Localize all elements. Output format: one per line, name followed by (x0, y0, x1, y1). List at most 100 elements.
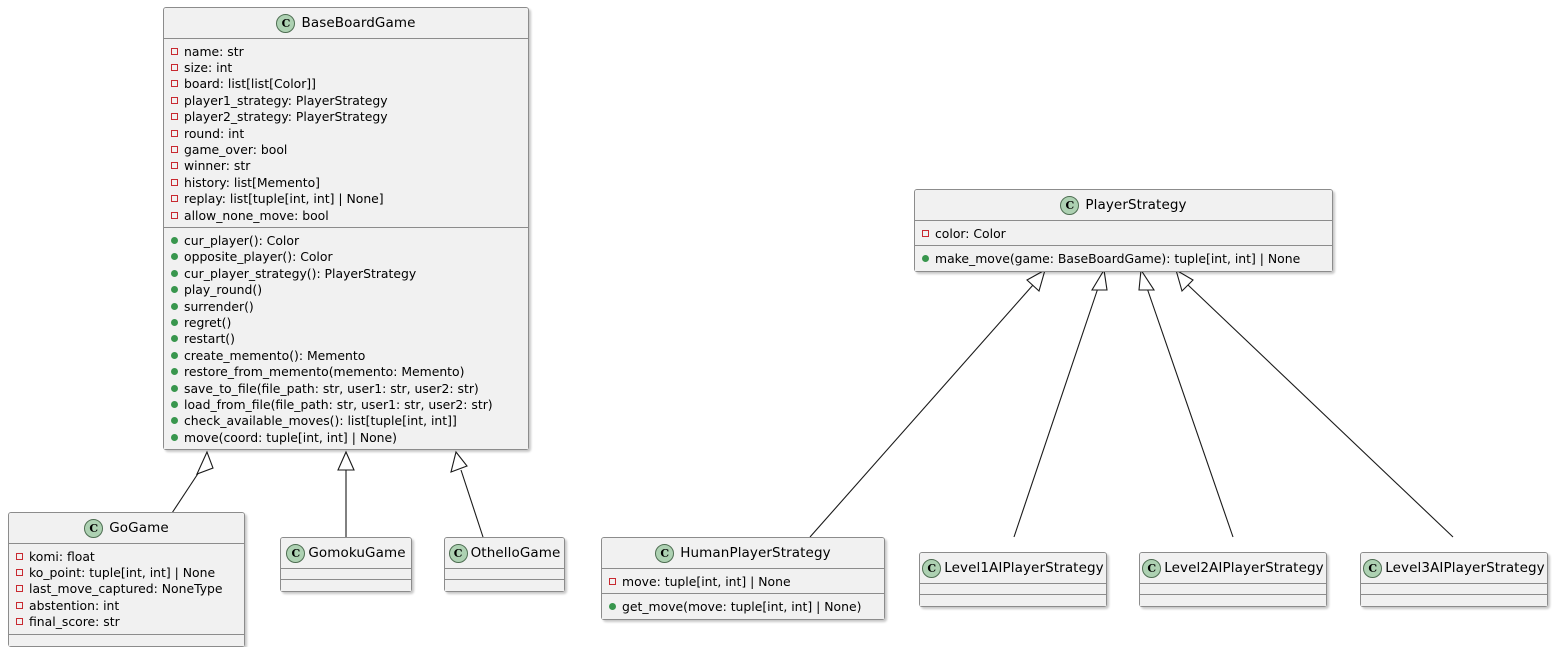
private-field-icon (171, 113, 178, 121)
method-label: restore_from_memento(memento: Memento) (184, 364, 465, 380)
attribute-label: name: str (184, 43, 244, 59)
class-header-baseboardgame: C BaseBoardGame (164, 8, 528, 39)
method-label: play_round() (184, 282, 263, 298)
method-label: cur_player(): Color (184, 232, 300, 248)
public-method-icon (609, 603, 616, 611)
private-field-icon (16, 601, 23, 609)
private-field-icon (16, 552, 23, 560)
class-header-level1aiplayerstrategy: C Level1AIPlayerStrategy (920, 553, 1106, 584)
methods-compartment-gogame (9, 634, 244, 646)
class-header-level2aiplayerstrategy: C Level2AIPlayerStrategy (1140, 553, 1326, 584)
class-header-othellogame: C OthelloGame (445, 538, 564, 569)
attribute-label: color: Color (935, 225, 1006, 241)
attribute-label: ko_point: tuple[int, int] | None (29, 565, 216, 581)
class-icon: C (1142, 558, 1162, 578)
inheritance-level2ai-to-playerstrategy (1138, 268, 1234, 538)
class-title: PlayerStrategy (1085, 197, 1187, 213)
attribute-row: history: list[Memento] (164, 174, 528, 190)
private-field-icon (171, 64, 178, 72)
attribute-label: move: tuple[int, int] | None (622, 573, 791, 589)
inheritance-level1ai-to-playerstrategy (1013, 268, 1108, 538)
class-box-level1aiplayerstrategy[interactable]: C Level1AIPlayerStrategy (919, 552, 1107, 607)
inheritance-humanplayerstrategy-to-playerstrategy (809, 268, 1046, 538)
attribute-row: allow_none_move: bool (164, 207, 528, 223)
public-method-icon (171, 351, 178, 359)
attribute-label: replay: list[tuple[int, int] | None] (184, 191, 384, 207)
public-method-icon (171, 433, 178, 441)
attribute-label: round: int (184, 125, 245, 141)
class-box-level2aiplayerstrategy[interactable]: C Level2AIPlayerStrategy (1139, 552, 1327, 607)
public-method-icon (171, 253, 178, 261)
private-field-icon (171, 195, 178, 203)
public-method-icon (171, 384, 178, 392)
class-box-gogame[interactable]: C GoGame komi: float ko_point: tuple[int… (8, 512, 245, 647)
attributes-compartment-gomokugame (281, 569, 411, 580)
method-label: make_move(game: BaseBoardGame): tuple[in… (935, 251, 1301, 267)
method-row: regret() (164, 314, 528, 330)
attribute-label: allow_none_move: bool (184, 207, 329, 223)
method-row: get_move(move: tuple[int, int] | None) (602, 598, 884, 614)
methods-compartment-baseboardgame: cur_player(): Color opposite_player(): C… (164, 228, 528, 450)
attribute-row: ko_point: tuple[int, int] | None (9, 564, 244, 580)
public-method-icon (171, 417, 178, 425)
attribute-label: abstention: int (29, 597, 120, 613)
class-title: Level1AIPlayerStrategy (944, 560, 1104, 576)
public-method-icon (171, 400, 178, 408)
class-box-playerstrategy[interactable]: C PlayerStrategy color: Color make_move(… (914, 189, 1333, 272)
attribute-row: color: Color (915, 225, 1332, 241)
private-field-icon (171, 146, 178, 154)
public-method-icon (171, 236, 178, 244)
class-box-gomokugame[interactable]: C GomokuGame (280, 537, 412, 592)
attributes-compartment-level1aiplayerstrategy (920, 584, 1106, 595)
attribute-row: replay: list[tuple[int, int] | None] (164, 191, 528, 207)
public-method-icon (171, 335, 178, 343)
private-field-icon (16, 585, 23, 593)
public-method-icon (171, 286, 178, 294)
class-header-gogame: C GoGame (9, 513, 244, 544)
method-label: cur_player_strategy(): PlayerStrategy (184, 265, 417, 281)
class-icon: C (276, 13, 296, 33)
class-box-level3aiplayerstrategy[interactable]: C Level3AIPlayerStrategy (1360, 552, 1548, 607)
class-icon: C (655, 543, 675, 563)
private-field-icon (609, 577, 616, 585)
class-box-othellogame[interactable]: C OthelloGame (444, 537, 565, 592)
method-label: get_move(move: tuple[int, int] | None) (622, 599, 862, 615)
attribute-row: player1_strategy: PlayerStrategy (164, 92, 528, 108)
method-row: restore_from_memento(memento: Memento) (164, 363, 528, 379)
method-label: restart() (184, 331, 235, 347)
attribute-label: history: list[Memento] (184, 174, 320, 190)
attribute-label: player1_strategy: PlayerStrategy (184, 92, 388, 108)
class-icon: C (84, 518, 104, 538)
private-field-icon (171, 96, 178, 104)
attribute-label: final_score: str (29, 614, 120, 630)
attribute-row: winner: str (164, 158, 528, 174)
class-header-level3aiplayerstrategy: C Level3AIPlayerStrategy (1361, 553, 1547, 584)
method-row: surrender() (164, 298, 528, 314)
public-method-icon (922, 255, 929, 263)
public-method-icon (171, 302, 178, 310)
methods-compartment-level1aiplayerstrategy (920, 595, 1106, 606)
inheritance-gomokugame-to-baseboardgame (337, 450, 355, 537)
method-label: save_to_file(file_path: str, user1: str,… (184, 380, 479, 396)
class-box-baseboardgame[interactable]: C BaseBoardGame name: str size: int boar… (163, 7, 529, 451)
method-row: restart() (164, 331, 528, 347)
methods-compartment-gomokugame (281, 580, 411, 591)
attribute-label: winner: str (184, 158, 251, 174)
attributes-compartment-playerstrategy: color: Color (915, 221, 1332, 247)
method-label: create_memento(): Memento (184, 347, 366, 363)
methods-compartment-humanplayerstrategy: get_move(move: tuple[int, int] | None) (602, 594, 884, 619)
method-label: surrender() (184, 298, 254, 314)
class-title: OthelloGame (470, 545, 561, 561)
class-title: GomokuGame (308, 545, 406, 561)
class-icon: C (286, 543, 306, 563)
private-field-icon (171, 47, 178, 55)
attribute-label: board: list[list[Color]] (184, 76, 316, 92)
class-icon: C (1363, 558, 1383, 578)
class-box-humanplayerstrategy[interactable]: C HumanPlayerStrategy move: tuple[int, i… (601, 537, 885, 620)
method-label: regret() (184, 314, 232, 330)
private-field-icon (171, 178, 178, 186)
attributes-compartment-othellogame (445, 569, 564, 580)
method-row: make_move(game: BaseBoardGame): tuple[in… (915, 250, 1332, 266)
method-row: move(coord: tuple[int, int] | None) (164, 429, 528, 445)
class-icon: C (448, 543, 468, 563)
